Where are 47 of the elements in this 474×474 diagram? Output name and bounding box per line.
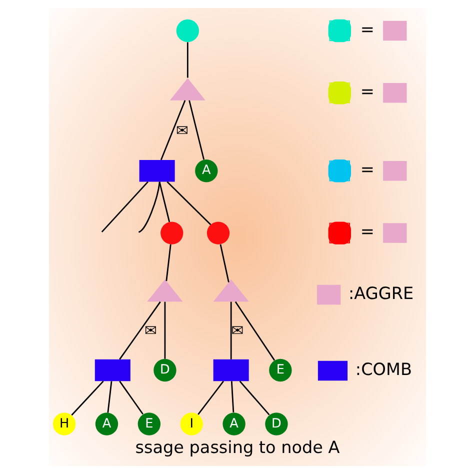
legend-label: = [360,221,374,242]
connector [230,381,234,412]
node-circle: E [268,358,292,382]
node-circle: E [137,412,160,436]
connector [164,302,166,359]
connector [186,42,188,78]
connector [165,244,171,282]
node-box [94,359,130,382]
node-circle: D [153,358,176,382]
connector [106,381,112,413]
legend-label: = [360,158,374,179]
connector [118,380,143,414]
connector [138,182,160,233]
connector [197,380,224,415]
node-triangle [146,279,182,302]
legend-label: = [360,80,374,101]
node-circle: A [194,160,218,182]
node-box [212,359,248,382]
node-circle [206,222,230,244]
connector [158,182,170,222]
connector [166,181,211,226]
node-circle: I [180,412,202,436]
node-circle: D [264,412,288,436]
connector [230,302,232,360]
connector [118,301,160,360]
node-circle [160,222,183,244]
connector [188,100,204,160]
connector [234,301,275,361]
legend-label: :AGGRE [348,282,414,303]
connector [219,244,229,282]
connector [238,380,270,416]
connector [160,100,186,160]
edge-label: ✉ [144,322,156,340]
legend-label: = [360,18,374,39]
node-circle [176,19,198,42]
node-triangle [169,78,205,100]
connector [100,181,148,232]
node-box [138,160,174,182]
node-circle: A [222,412,245,436]
node-circle: H [52,412,76,436]
legend-label: :COMB [354,358,412,379]
node-circle: A [94,412,118,436]
caption: ssage passing to node A [134,436,340,457]
connector [70,380,104,416]
node-triangle [212,279,248,302]
edge-label: ✉ [230,322,244,340]
edge-label: ✉ [176,122,188,140]
